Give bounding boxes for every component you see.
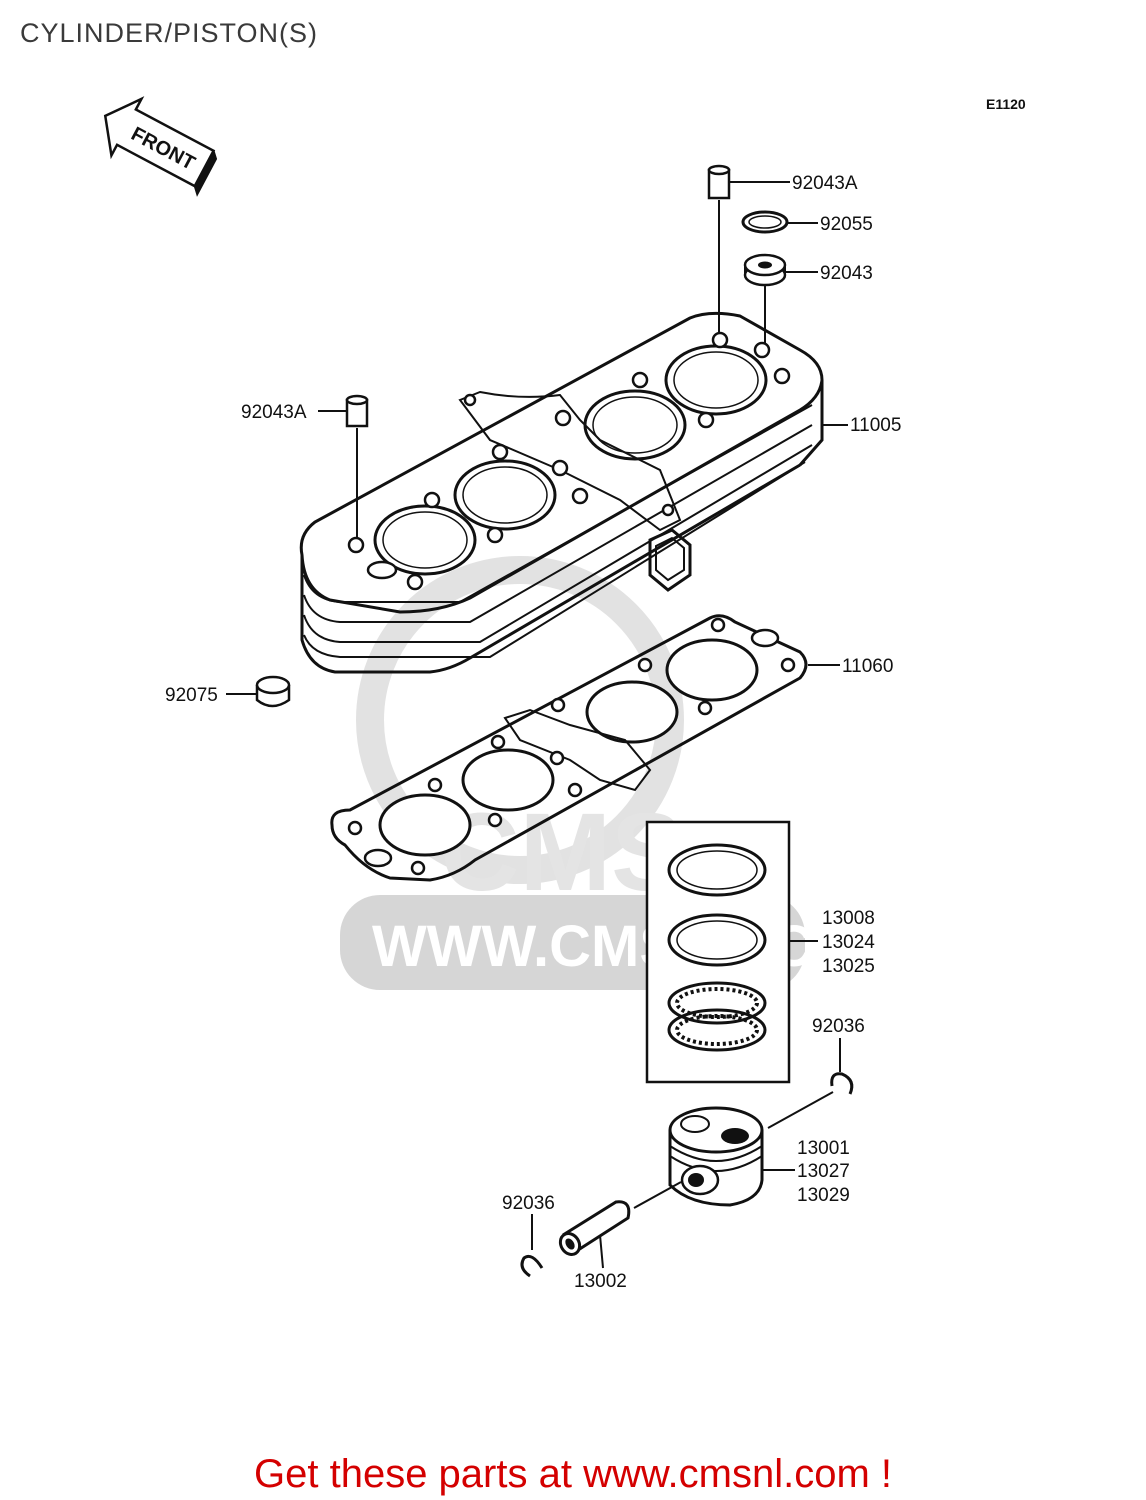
label-11060: 11060 [842, 656, 893, 677]
front-arrow-icon: FRONT [103, 96, 218, 197]
label-92075: 92075 [165, 685, 218, 706]
label-13024: 13024 [822, 932, 875, 953]
dowel-pin-top [707, 164, 790, 336]
label-13025: 13025 [822, 956, 875, 977]
cylinder-block [299, 311, 848, 674]
label-92043A-left: 92043A [241, 402, 307, 423]
label-92055: 92055 [820, 214, 873, 235]
piston-pin [558, 1200, 631, 1269]
rubber-cap [226, 675, 291, 708]
dowel-pin-left [318, 394, 369, 540]
watermark-text: WWW.CMSNL.COM [372, 914, 907, 979]
label-92036-left: 92036 [502, 1193, 555, 1214]
piston-ring-set [645, 820, 818, 1084]
label-13029: 13029 [797, 1185, 850, 1206]
footer-link[interactable]: Get these parts at www.cmsnl.com ! [254, 1452, 892, 1496]
label-13027: 13027 [797, 1161, 850, 1182]
page-title: CYLINDER/PISTON(S) [20, 18, 319, 48]
circlip-right [767, 1038, 854, 1129]
label-92043: 92043 [820, 263, 873, 284]
label-92043A-top: 92043A [792, 173, 858, 194]
diagram-code: E1120 [986, 96, 1026, 112]
label-13002: 13002 [574, 1271, 627, 1292]
label-13001: 13001 [797, 1138, 850, 1159]
circlip-left [520, 1214, 544, 1278]
o-ring [741, 210, 818, 234]
part-labels: 92043A 92055 92043 92043A 11005 11060 92… [165, 173, 901, 1292]
label-92036-right: 92036 [812, 1016, 865, 1037]
piston [633, 1106, 795, 1209]
label-11005: 11005 [850, 415, 901, 436]
dowel-collar [743, 253, 818, 346]
base-gasket [330, 614, 840, 882]
label-13008: 13008 [822, 908, 875, 929]
